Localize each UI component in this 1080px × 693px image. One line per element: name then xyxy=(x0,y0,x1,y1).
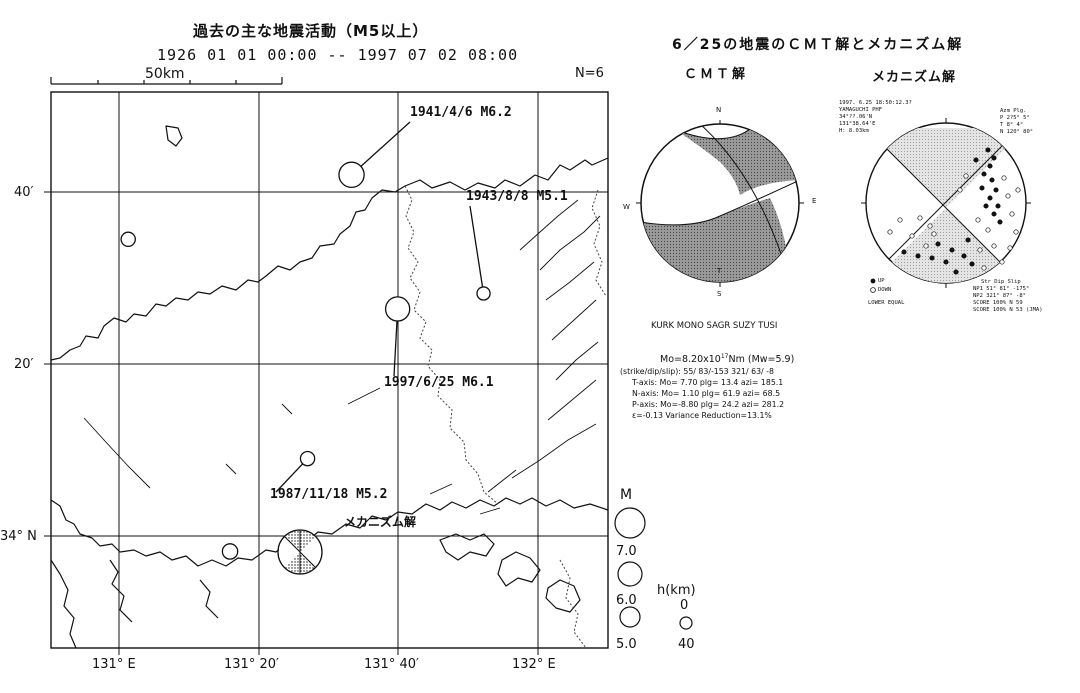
event-circle xyxy=(476,286,491,301)
cmt-dir-n: N xyxy=(716,106,722,114)
lon-label-132: 132° E xyxy=(512,657,556,672)
mechanism-legend-down: DOWN xyxy=(878,287,892,293)
event-label-1987: 1987/11/18 M5.2 xyxy=(270,487,388,502)
frame-ticks xyxy=(44,191,539,655)
map-period: 1926 01 01 00:00 -- 1997 07 02 08:00 xyxy=(157,46,519,64)
cmt-n-axis: N-axis: Mo= 1.10 plg= 61.9 azi= 68.5 xyxy=(632,389,781,399)
cmt-t-axis: T-axis: Mo= 7.70 plg= 13.4 azi= 185.1 xyxy=(632,378,784,388)
cmt-dir-e: E xyxy=(812,197,817,205)
event-leader-line xyxy=(469,205,484,288)
lat-label-40: 40′ xyxy=(14,185,34,200)
legend-magnitude-title: M xyxy=(620,487,633,503)
coastline xyxy=(50,125,609,649)
event-circle xyxy=(221,543,239,560)
prefecture-borders xyxy=(404,185,607,649)
mechanism-projection: LOWER EQUAL xyxy=(868,300,905,306)
lon-label-131-40: 131° 40′ xyxy=(364,657,419,672)
legend-mag-7: 7.0 xyxy=(616,544,637,559)
cmt-moment-line: Mo=8.20x1017Nm (Mw=5.9) xyxy=(660,353,795,366)
event-circle xyxy=(299,450,316,467)
mechanism-header: 1997. 6.25 18:50:12.3? YAMAGUCHI PHF 34°… xyxy=(839,100,912,134)
map-title: 過去の主な地震活動（M5以上） xyxy=(193,22,429,40)
cmt-dir-s: S xyxy=(717,290,722,298)
event-circle xyxy=(338,161,365,189)
right-panel-title: 6／25の地震のＣＭＴ解とメカニズム解 xyxy=(672,37,964,53)
cmt-p-axis: P-axis: Mo=-8.80 plg= 24.2 azi= 281.2 xyxy=(632,400,785,410)
lat-label-34: 34° N xyxy=(0,529,37,544)
depth-legend xyxy=(679,616,693,630)
legend-depth-40: 40 xyxy=(678,637,695,652)
cmt-dir-w: W xyxy=(623,203,630,211)
cmt-stations: KURK MONO SAGR SUZY TUSI xyxy=(651,321,778,331)
lon-label-131: 131° E xyxy=(92,657,136,672)
event-count: N=6 xyxy=(575,66,604,81)
map-mechanism-beachball xyxy=(277,529,323,575)
event-leader-line xyxy=(393,320,398,377)
event-leader-line xyxy=(275,463,304,493)
cmt-strike-dip-slip: (strike/dip/slip): 55/ 83/-153 321/ 63/ … xyxy=(620,367,774,377)
map-grid xyxy=(51,92,608,648)
lat-label-20: 20′ xyxy=(14,357,34,372)
mechanism-legend-up: UP xyxy=(878,278,885,284)
cmt-parameters: Mo=8.20x1017Nm (Mw=5.9) (strike/dip/slip… xyxy=(620,350,794,421)
lon-label-131-20: 131° 20′ xyxy=(224,657,279,672)
event-circle xyxy=(384,296,411,322)
event-label-1997: 1997/6/25 M6.1 xyxy=(384,375,494,390)
scale-label: 50km xyxy=(145,66,185,82)
event-label-1943: 1943/8/8 M5.1 xyxy=(466,189,568,204)
map-frame xyxy=(50,91,609,649)
cmt-title: ＣＭＴ解 xyxy=(684,67,749,82)
mechanism-title: メカニズム解 xyxy=(872,70,957,85)
event-circle xyxy=(120,231,136,248)
legend-mag-5: 5.0 xyxy=(616,637,637,652)
event-label-1941: 1941/4/6 M6.2 xyxy=(410,105,512,120)
scale-bar xyxy=(50,77,283,85)
legend-depth-title: h(km) xyxy=(657,583,696,598)
cmt-dir-t: T xyxy=(717,267,722,275)
cmt-epsilon: ε=-0.13 Variance Reduction=13.1% xyxy=(632,411,772,421)
active-faults xyxy=(83,199,601,515)
map-mechanism-label: メカニズム解 xyxy=(344,515,417,529)
mechanism-solution: Str Dip Slip NP1 51° 81° -175° NP2 321° … xyxy=(973,279,1043,313)
event-leader-line xyxy=(360,121,411,167)
legend-depth-0: 0 xyxy=(680,598,689,613)
mechanism-axes: Azm Plg. P 2?5° 5° T 8° 4° N 120° 80° xyxy=(1000,108,1034,135)
legend-mag-6: 6.0 xyxy=(616,593,637,608)
magnitude-legend xyxy=(614,507,646,628)
